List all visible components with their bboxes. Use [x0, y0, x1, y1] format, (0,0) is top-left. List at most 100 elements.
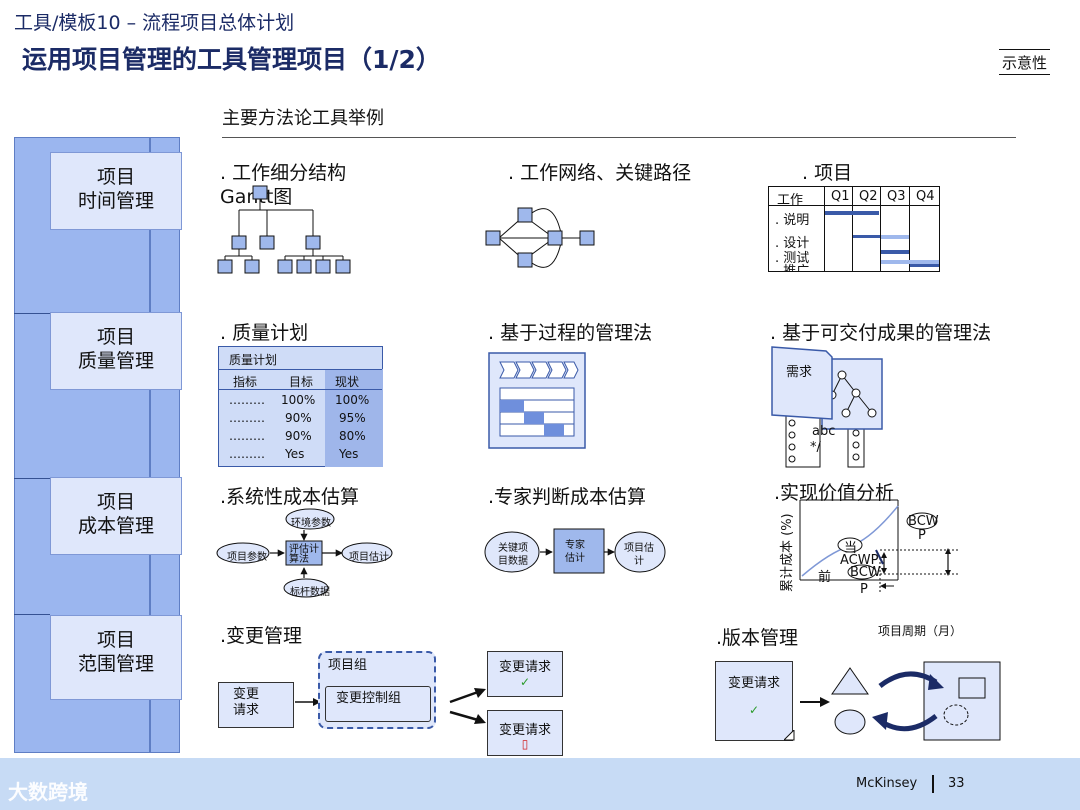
- quality-cell: 80%: [339, 429, 366, 443]
- change-request-approved: 变更请求 ✓: [487, 651, 563, 697]
- quality-cell: 95%: [339, 411, 366, 425]
- version-flow-diagram: [800, 661, 1001, 741]
- category-label-line1: 项目: [96, 491, 135, 513]
- category-label-line2: 成本管理: [77, 515, 154, 537]
- system-cost-env-params: 环境参数: [291, 518, 331, 529]
- change-request-line: 变更: [233, 687, 260, 702]
- watermark: 大数跨境: [8, 780, 88, 804]
- expert-cost-project-estimate: 项目估计: [624, 543, 654, 567]
- earned-value-bcwp-top-p: P: [918, 528, 926, 543]
- gantt-q3: Q3: [887, 189, 906, 204]
- earned-value-current: 当: [844, 541, 858, 556]
- process-flow-diagram: [488, 352, 586, 449]
- change-request-label: 变更请求: [498, 660, 551, 675]
- page-number: 33: [948, 776, 965, 791]
- tool-process-mgmt-title: . 基于过程的管理法: [488, 322, 653, 344]
- deliverable-documents-diagram: [771, 346, 883, 468]
- section-title: 主要方法论工具举例: [222, 108, 384, 129]
- gantt-bar: [881, 250, 909, 254]
- gantt-bar: [910, 264, 939, 267]
- deliverable-code-line: abc: [812, 424, 836, 439]
- expert-cost-key-data: 关键项目数据: [498, 543, 528, 567]
- quality-cell: 100%: [281, 393, 316, 407]
- quality-cell: 90%: [285, 411, 312, 425]
- footer-brand: McKinsey: [856, 776, 918, 791]
- earned-value-before: 前: [818, 570, 832, 585]
- system-cost-project-params: 项目参数: [227, 552, 267, 563]
- earned-value-bcwp-top: BCW: [908, 514, 939, 529]
- approved-check-icon: ✓: [519, 675, 531, 689]
- branch-arrows-icon: [449, 688, 486, 724]
- deliverable-code-line: */: [810, 440, 821, 455]
- page-fold-icon: [784, 730, 795, 741]
- change-request-label: 变更请求: [498, 723, 551, 738]
- category-label-line1: 项目: [96, 326, 135, 348]
- gantt-bar: [881, 260, 939, 264]
- change-request-rejected: 变更请求 ▯: [487, 710, 563, 756]
- sidebar-divider: [14, 614, 50, 615]
- system-cost-benchmark: 标杆数据: [290, 587, 330, 598]
- version-change-request: 变更请求 ✓: [715, 661, 793, 741]
- footer-bar: [0, 758, 1080, 810]
- footer-divider: [932, 775, 934, 793]
- quality-cell: Yes: [285, 447, 305, 461]
- change-request-source: 变更 请求: [218, 682, 294, 728]
- earned-value-ylabel: 累计成本 (%): [780, 513, 795, 592]
- gantt-q1: Q1: [831, 189, 850, 204]
- category-label-line1: 项目: [96, 629, 135, 651]
- gantt-row-label: 说明: [783, 213, 810, 228]
- gantt-q2: Q2: [859, 189, 878, 204]
- category-label-line2: 范围管理: [77, 653, 154, 675]
- quality-header: 现状: [335, 375, 360, 389]
- category-scope-management: 项目 范围管理: [50, 615, 182, 700]
- category-quality-management: 项目 质量管理: [50, 312, 182, 390]
- quality-header: 目标: [289, 375, 314, 389]
- gantt-row-label: 推广: [783, 264, 810, 272]
- system-cost-algorithm: 评估计算法: [289, 544, 319, 565]
- section-divider: [222, 137, 1016, 138]
- quality-cell: ………: [229, 447, 265, 461]
- quality-status-column: [325, 369, 383, 467]
- expert-cost-expert-estimate: 专家估计: [565, 540, 585, 564]
- arrow-right-icon: [295, 698, 321, 706]
- category-label-line2: 时间管理: [77, 190, 154, 212]
- earned-value-bcwp-bottom-p: P: [860, 582, 868, 597]
- gantt-q4: Q4: [916, 189, 935, 204]
- earned-value-chart: [799, 499, 960, 594]
- deliverable-doc-label: 需求: [786, 365, 813, 380]
- earned-value-xlabel: 项目周期（月）: [878, 624, 963, 638]
- tool-project-title: . 项目: [802, 162, 853, 184]
- category-time-management: 项目 时间管理: [50, 152, 182, 230]
- sidebar-divider: [14, 313, 50, 314]
- tool-deliverable-mgmt-title: . 基于可交付成果的管理法: [770, 322, 992, 344]
- version-change-request-label: 变更请求: [727, 676, 780, 691]
- tool-system-cost-title: .系统性成本估算: [220, 486, 360, 508]
- tool-expert-cost-title: .专家判断成本估算: [488, 486, 647, 508]
- page-title: 运用项目管理的工具管理项目（1/2）: [22, 45, 441, 74]
- earned-value-acwp: ACWP: [840, 553, 879, 568]
- approved-check-icon: ✓: [748, 703, 760, 717]
- gantt-row-label: 设计: [783, 236, 810, 251]
- category-label-line2: 质量管理: [77, 350, 154, 372]
- quality-cell: ………: [229, 429, 265, 443]
- gantt-bar: [853, 235, 880, 238]
- gantt-col-header: 工作: [777, 193, 804, 208]
- system-cost-diagram: [216, 508, 393, 598]
- network-path-diagram: [485, 207, 595, 268]
- header-top-line: 工具/模板10 – 流程项目总体计划: [14, 12, 295, 34]
- gantt-bar: [881, 235, 909, 239]
- sidebar-divider: [14, 478, 50, 479]
- quality-cell: Yes: [339, 447, 359, 461]
- quality-cell: 100%: [335, 393, 370, 407]
- quality-plan-table: 质量计划 指标 目标 现状 ……… 100% 100% ……… 90% 95% …: [218, 346, 383, 467]
- gantt-chart: 工作 Q1 Q2 Q3 Q4 . 说明 . 设计 . 测试 . 推广: [768, 186, 940, 272]
- category-label-line1: 项目: [96, 166, 135, 188]
- rejected-mark-icon: ▯: [521, 737, 529, 751]
- wbs-tree-diagram: [217, 185, 351, 274]
- quality-cell: ………: [229, 393, 265, 407]
- project-group-label: 项目组: [328, 658, 368, 673]
- quality-header: 指标: [233, 375, 258, 389]
- system-cost-project-estimate: 项目估计: [349, 552, 389, 563]
- category-cost-management: 项目 成本管理: [50, 477, 182, 555]
- change-control-group-label: 变更控制组: [336, 691, 402, 706]
